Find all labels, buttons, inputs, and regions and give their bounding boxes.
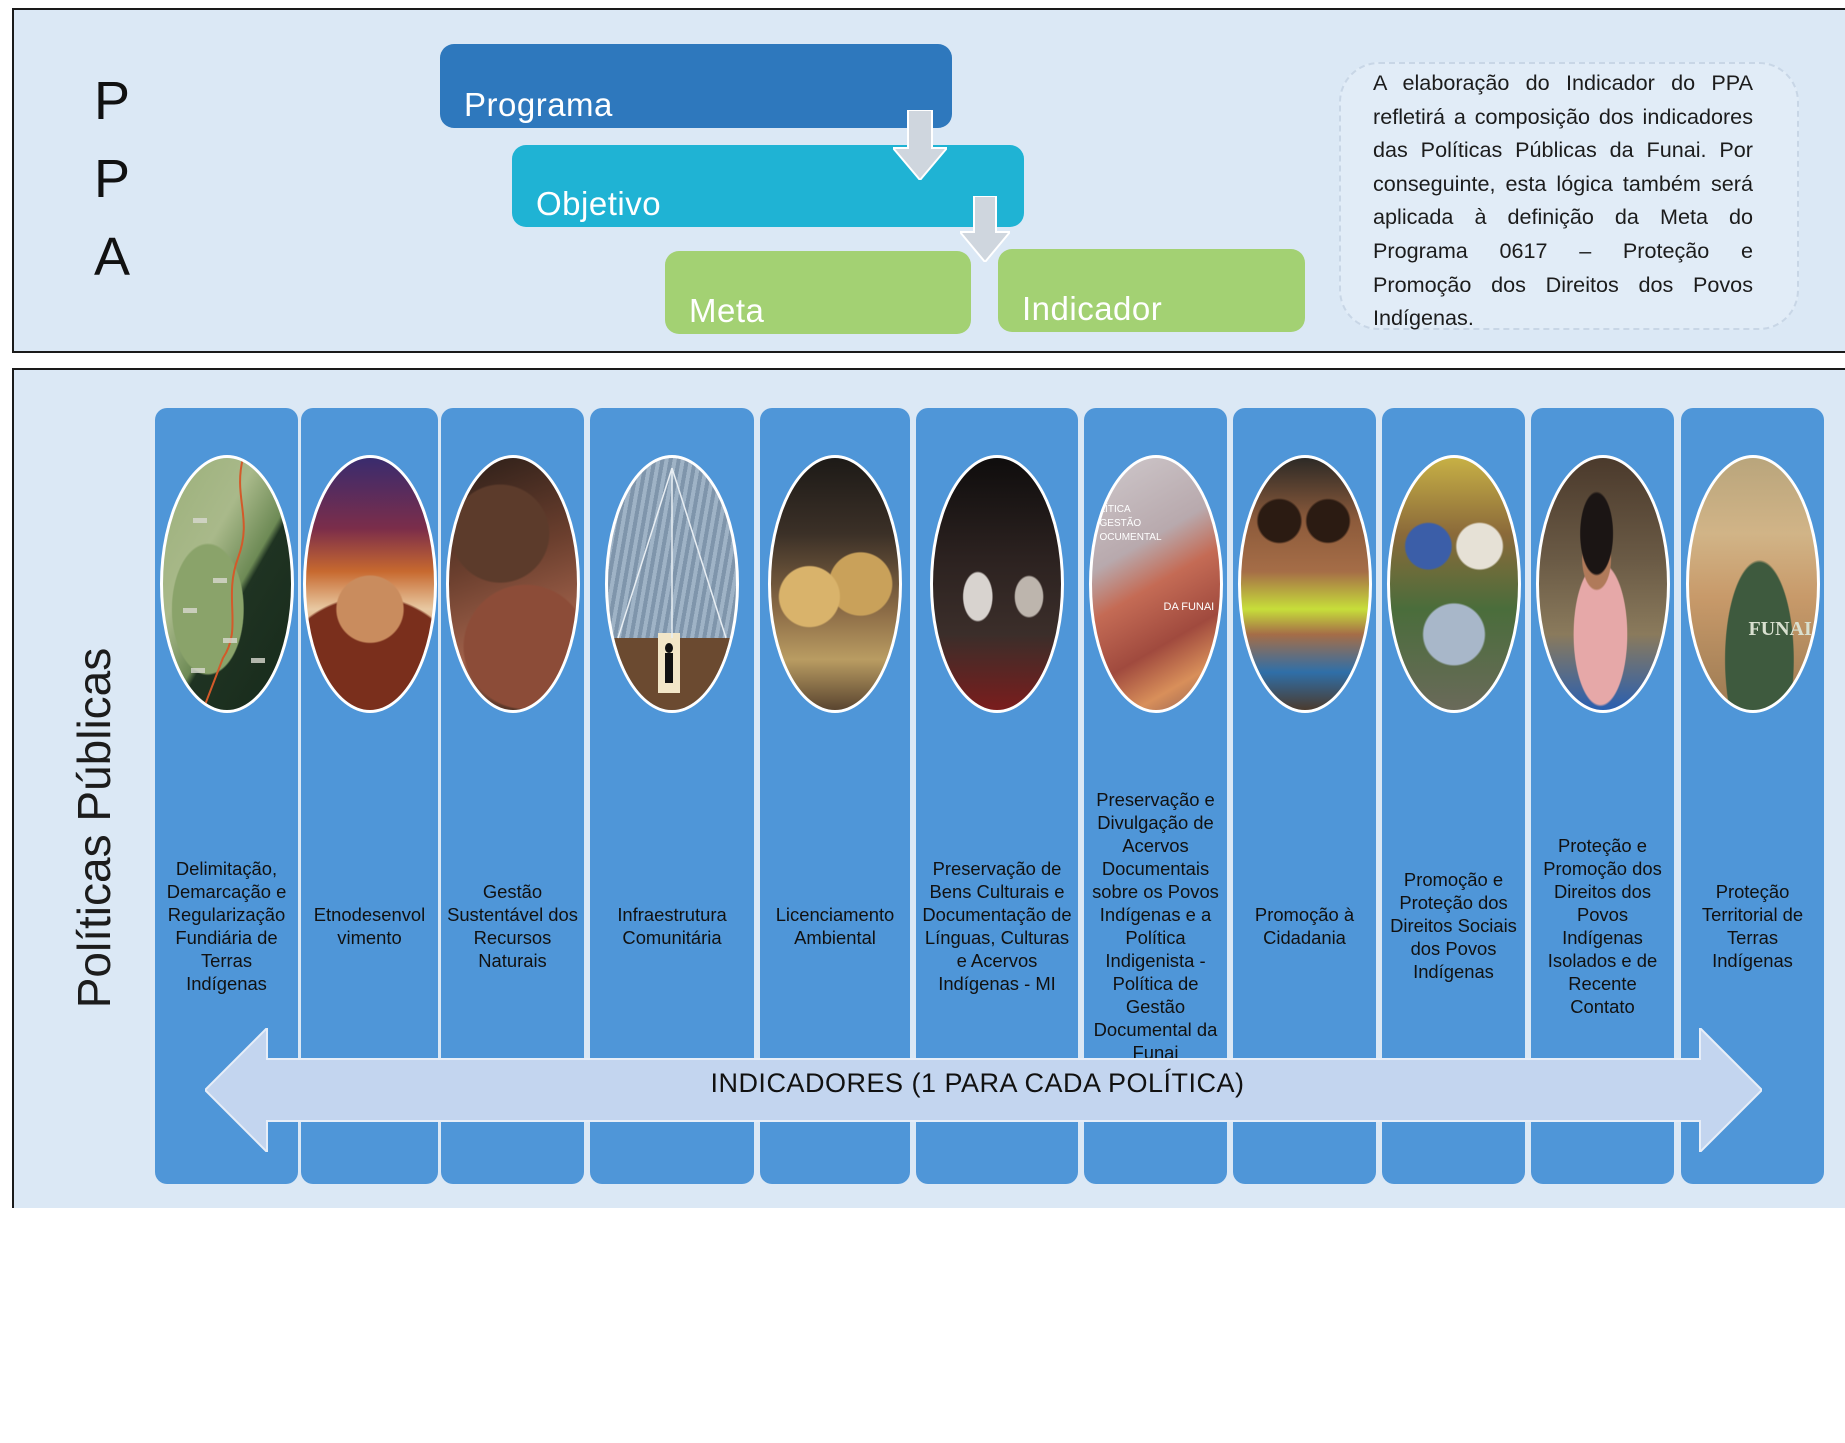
policy-label: Proteção e Promoção dos Direitos dos Pov…: [1543, 834, 1662, 1017]
policy-column: Gestão Sustentável dos Recursos Naturais: [441, 408, 584, 1184]
policy-label: Gestão Sustentável dos Recursos Naturais: [447, 880, 578, 971]
policy-label: Infraestrutura Comunitária: [617, 903, 727, 948]
objetivo-step: Objetivo: [512, 145, 1024, 227]
policy-column: Delimitação, Demarcação e Regularização …: [155, 408, 298, 1184]
thatched-house-photo: [605, 455, 739, 713]
ceremony-photo: [768, 455, 902, 713]
policy-column: Licenciamento Ambiental: [760, 408, 910, 1184]
policy-label: Promoção à Cidadania: [1254, 903, 1355, 948]
policy-column: Etnodesenvol vimento: [301, 408, 438, 1184]
policies-side-label: Políticas Públicas: [68, 647, 120, 1009]
policy-column: LÍTICA GESTÃO OCUMENTAL DA FUNAI Preserv…: [1084, 408, 1227, 1184]
policy-column: Promoção à Cidadania: [1233, 408, 1376, 1184]
funai-agent-photo: FUNAI: [1685, 455, 1820, 713]
museum-photo: [930, 455, 1064, 713]
document-cover-photo: LÍTICA GESTÃO OCUMENTAL DA FUNAI: [1088, 455, 1223, 713]
document-cover-brand: DA FUNAI: [1163, 601, 1215, 613]
policy-column: Preservação de Bens Culturais e Document…: [916, 408, 1078, 1184]
policy-label: Promoção e Proteção dos Direitos Sociais…: [1390, 869, 1517, 982]
document-cover-line: GESTÃO: [1099, 518, 1142, 529]
policy-label: Licenciamento Ambiental: [775, 903, 895, 948]
indicador-step: Indicador: [998, 249, 1305, 332]
indicator-band-label: INDICADORES (1 PARA CADA POLÍTICA): [710, 1068, 1245, 1098]
map-photo: [159, 455, 294, 713]
down-arrow-icon: [960, 196, 1010, 262]
meta-step: Meta: [665, 251, 971, 334]
policy-label: Preservação de Bens Culturais e Document…: [922, 857, 1072, 994]
ppa-letter-p1: P: [93, 71, 131, 131]
ppa-letter-p2: P: [93, 149, 131, 209]
note-box: [1339, 62, 1799, 330]
down-arrow-icon: [893, 110, 947, 180]
policy-label: Preservação e Divulgação de Acervos Docu…: [1092, 788, 1219, 1063]
document-cover-title: LÍTICA GESTÃO OCUMENTAL: [1100, 503, 1162, 545]
policy-column: Proteção e Promoção dos Direitos dos Pov…: [1531, 408, 1674, 1184]
group-photo: [1386, 455, 1521, 713]
ppa-letter-a: A: [93, 227, 131, 287]
programa-step: Programa: [440, 44, 952, 128]
seed-sorting-photo: [445, 455, 580, 713]
policy-label: Proteção Territorial de Terras Indígenas: [1701, 880, 1804, 971]
feather-headdress-photo: [302, 455, 437, 713]
note-text: A elaboração do Indicador do PPA refleti…: [1373, 70, 1753, 331]
document-cover-line: LÍTICA: [1099, 504, 1131, 515]
double-arrow-icon: [205, 1028, 1762, 1152]
children-photo: [1237, 455, 1372, 713]
document-cover-line: OCUMENTAL: [1099, 532, 1162, 543]
agent-shirt-text: FUNAI: [1748, 618, 1812, 640]
policy-column: Infraestrutura Comunitária: [590, 408, 754, 1184]
policy-column: Promoção e Proteção dos Direitos Sociais…: [1382, 408, 1525, 1184]
woman-photo: [1535, 455, 1670, 713]
policy-label: Etnodesenvol vimento: [313, 903, 426, 948]
policy-label: Delimitação, Demarcação e Regularização …: [166, 857, 287, 994]
